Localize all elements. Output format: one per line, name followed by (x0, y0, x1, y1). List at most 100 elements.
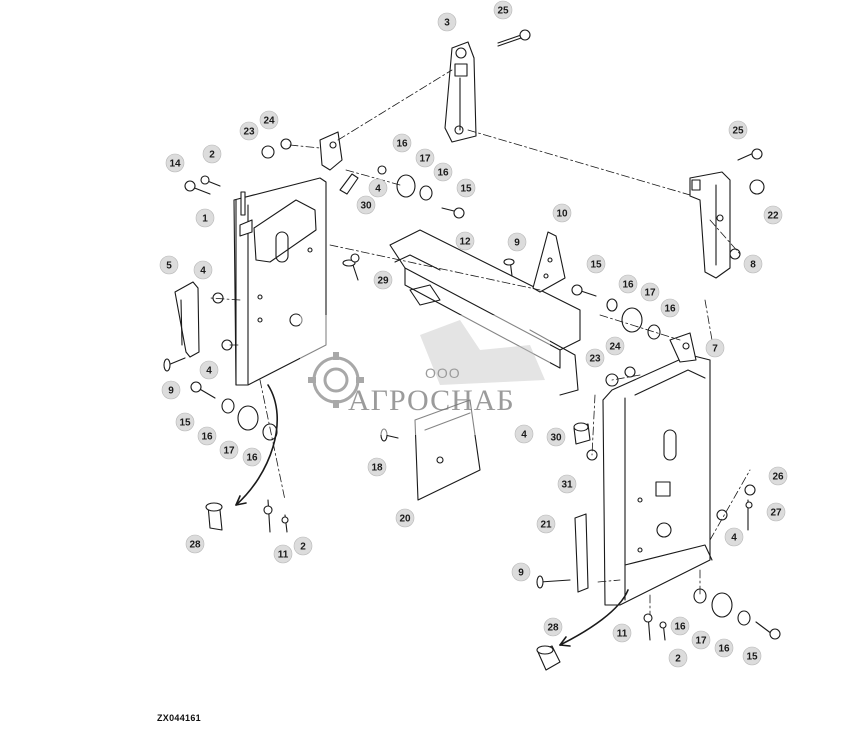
callout-number: 9 (514, 238, 520, 249)
callout-number: 4 (731, 533, 737, 544)
callout-number: 4 (206, 366, 212, 377)
callout-bubble (356, 195, 376, 215)
callout-c12: 12 (455, 231, 475, 251)
callout-c4e: 4 (724, 527, 744, 547)
callout-bubble (536, 514, 556, 534)
center-lower-bracket (414, 399, 481, 501)
callout-number: 24 (609, 342, 621, 353)
callout-c11b: 11 (612, 623, 632, 643)
watermark-prefix: ООО (425, 365, 461, 381)
right-triangle-bracket (532, 231, 566, 293)
callout-c23b: 23 (585, 348, 605, 368)
callout-number: 2 (300, 542, 306, 553)
callout-number: 25 (497, 6, 509, 17)
callout-c2b: 2 (293, 536, 313, 556)
callout-bubble (159, 255, 179, 275)
callout-bubble (185, 534, 205, 554)
callout-c4d: 4 (514, 424, 534, 444)
callout-bubble (585, 348, 605, 368)
callout-number: 28 (189, 540, 201, 551)
callout-number: 16 (396, 139, 408, 150)
callout-bubble (456, 178, 476, 198)
callout-c8: 8 (743, 254, 763, 274)
callout-c27: 27 (766, 502, 786, 522)
hardware (163, 29, 781, 671)
callout-c16d: 16 (660, 298, 680, 318)
callout-number: 8 (750, 260, 756, 271)
callout-bubble (239, 121, 259, 141)
callout-number: 23 (589, 354, 601, 365)
callout-c28a: 28 (185, 534, 205, 554)
callout-bubble (455, 231, 475, 251)
callout-number: 7 (712, 344, 718, 355)
callout-number: 16 (201, 432, 213, 443)
callout-bubble (368, 178, 388, 198)
callout-number: 26 (772, 472, 784, 483)
callout-c15a: 15 (456, 178, 476, 198)
callout-number: 16 (246, 453, 258, 464)
callout-number: 4 (375, 184, 381, 195)
callout-number: 1 (202, 214, 208, 225)
callout-number: 14 (169, 159, 181, 170)
callout-bubble (766, 502, 786, 522)
callout-c25a: 25 (493, 0, 513, 20)
callout-number: 20 (399, 514, 411, 525)
callout-number: 11 (278, 550, 289, 561)
callout-number: 16 (664, 304, 676, 315)
callout-c17c: 17 (219, 440, 239, 460)
callout-bubble (605, 336, 625, 356)
callout-c30b: 30 (546, 427, 566, 447)
callout-c17a: 17 (415, 148, 435, 168)
callout-number: 31 (561, 480, 573, 491)
callout-number: 16 (437, 168, 449, 179)
callout-bubble (618, 274, 638, 294)
callout-bubble (373, 270, 393, 290)
callout-bubble (705, 338, 725, 358)
callout-c16f: 16 (242, 447, 262, 467)
callout-c20: 20 (395, 508, 415, 528)
callout-number: 9 (518, 568, 524, 579)
callout-c4c: 4 (199, 360, 219, 380)
callout-bubble (161, 380, 181, 400)
callout-bubble (367, 457, 387, 477)
callout-number: 22 (767, 211, 779, 222)
callout-bubble (763, 205, 783, 225)
callout-bubble (507, 232, 527, 252)
callout-number: 15 (746, 652, 758, 663)
callout-bubble (514, 424, 534, 444)
callout-bubble (660, 298, 680, 318)
callout-number: 15 (590, 260, 602, 271)
callout-bubble (724, 527, 744, 547)
callout-number: 29 (377, 276, 389, 287)
callout-bubble (392, 133, 412, 153)
callout-bubble (543, 617, 563, 637)
curved-arrows (235, 384, 629, 647)
callout-number: 25 (732, 126, 744, 137)
callout-bubble (552, 203, 572, 223)
callout-number: 17 (419, 154, 431, 165)
callout-bubble (199, 360, 219, 380)
callout-number: 2 (209, 150, 215, 161)
callout-bubble (557, 474, 577, 494)
callout-number: 15 (460, 184, 472, 195)
callout-c25b: 25 (728, 120, 748, 140)
callout-number: 11 (617, 629, 628, 640)
callout-bubble (415, 148, 435, 168)
callout-bubble (640, 282, 660, 302)
callout-bubble (586, 254, 606, 274)
callout-c31: 31 (557, 474, 577, 494)
callout-bubble (714, 638, 734, 658)
callout-c15d: 15 (742, 646, 762, 666)
callout-c24b: 24 (605, 336, 625, 356)
callout-bubble (193, 260, 213, 280)
callout-c16c: 16 (618, 274, 638, 294)
callout-c18: 18 (367, 457, 387, 477)
callout-c17b: 17 (640, 282, 660, 302)
callout-c30a: 30 (356, 195, 376, 215)
callout-number: 4 (200, 266, 206, 277)
callout-c16a: 16 (392, 133, 412, 153)
callout-c3a: 3 (437, 12, 457, 32)
callout-bubble (668, 648, 688, 668)
